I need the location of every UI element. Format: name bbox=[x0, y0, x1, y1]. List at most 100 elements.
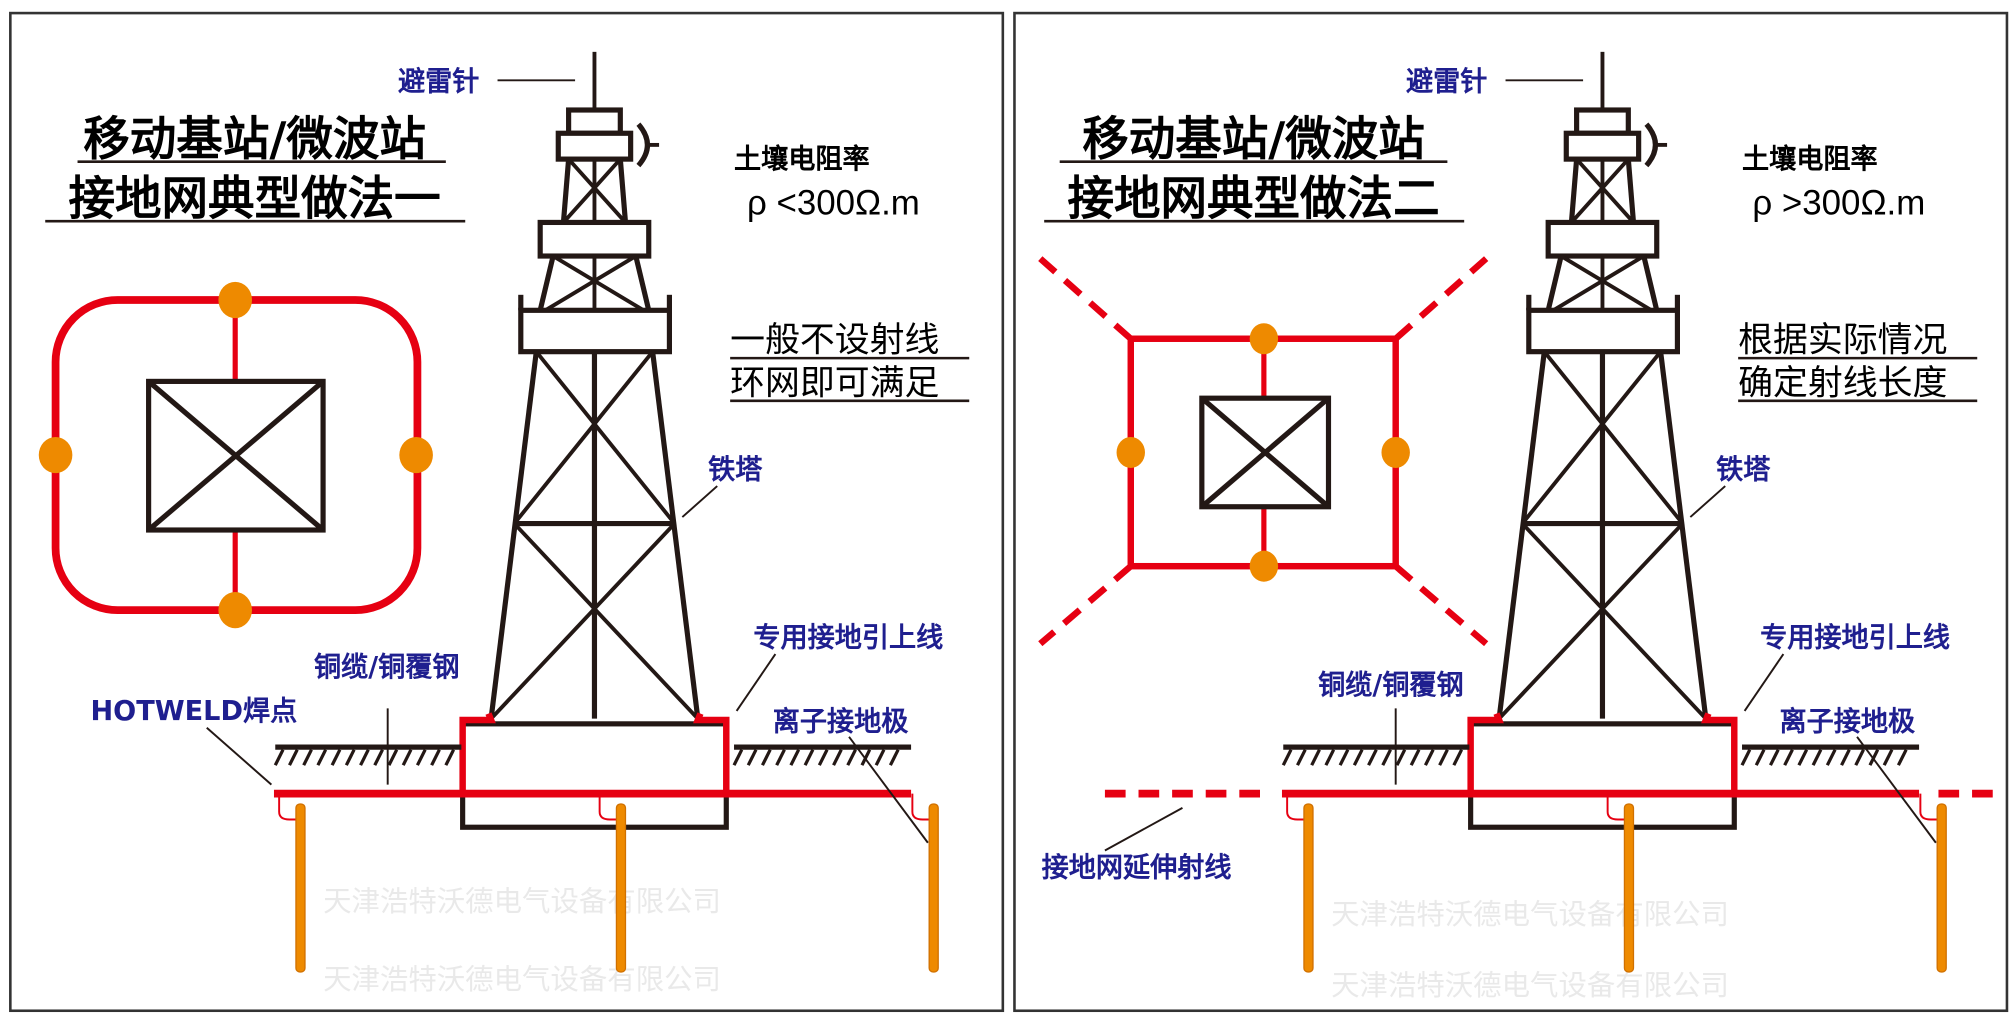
panel-method-two: 移动基站/微波站 接地网典型做法二 避雷针 土壤电阻率 ρ >300Ω.m 根据… bbox=[1013, 11, 2009, 1013]
ground-hatch bbox=[1882, 748, 1894, 766]
ground-hatch bbox=[273, 748, 285, 766]
ground-hatch bbox=[746, 748, 758, 766]
tower-member bbox=[1496, 351, 1547, 720]
watermark-text: 天津浩特沃德电气设备有限公司 bbox=[323, 963, 721, 996]
ion-ground-electrode bbox=[295, 803, 306, 973]
ground-hatch bbox=[775, 748, 786, 766]
ground-hatch bbox=[832, 748, 843, 766]
ground-hatch bbox=[1896, 748, 1908, 766]
electrode-connector bbox=[911, 793, 934, 821]
ground-hatch bbox=[761, 748, 772, 766]
note-line-1: 一般不设射线 bbox=[730, 321, 939, 360]
down-conductor-left bbox=[459, 712, 496, 794]
ground-hatch bbox=[874, 748, 886, 766]
antenna-platform bbox=[1563, 130, 1642, 162]
leader-line bbox=[1743, 653, 1785, 712]
concrete-foundation bbox=[1468, 721, 1737, 830]
tower-member bbox=[567, 157, 627, 224]
ground-hatch bbox=[1409, 748, 1421, 766]
ground-hatch bbox=[344, 748, 356, 766]
leader-line bbox=[735, 653, 777, 712]
soil-resistivity-value: ρ <300Ω.m bbox=[747, 184, 920, 223]
ground-hatch bbox=[1338, 748, 1350, 766]
tower-member bbox=[1520, 350, 1663, 525]
tower-structure bbox=[273, 51, 939, 973]
ion-ground-electrode bbox=[615, 803, 627, 973]
ground-hatch bbox=[1783, 748, 1794, 766]
tower-member bbox=[544, 254, 637, 312]
ground-hatch bbox=[1296, 748, 1307, 766]
tower-member bbox=[617, 158, 629, 223]
ring-grounding-grid bbox=[38, 281, 433, 629]
ground-hatch bbox=[1367, 748, 1378, 766]
tower-member bbox=[1568, 158, 1580, 223]
ion-ground-electrode bbox=[1623, 803, 1635, 973]
watermark-layer: 天津浩特沃德电气设备有限公司天津浩特沃德电气设备有限公司天津浩特沃德电气设备有限… bbox=[323, 885, 1729, 1002]
tower-member bbox=[1560, 254, 1653, 312]
label-electrode: 离子接地极 bbox=[1780, 705, 1916, 737]
antenna-housing bbox=[566, 107, 623, 136]
tower-member bbox=[1497, 522, 1684, 721]
ground-hatch bbox=[373, 748, 384, 766]
leader-line bbox=[206, 727, 273, 786]
title-line-1: 移动基站/微波站 bbox=[83, 112, 426, 166]
soil-resistivity-value: ρ >300Ω.m bbox=[1752, 184, 1925, 223]
ground-hatch bbox=[1281, 748, 1293, 766]
ground-hatch bbox=[1381, 748, 1392, 766]
watermark-text: 天津浩特沃德电气设备有限公司 bbox=[323, 885, 721, 918]
tower-member bbox=[560, 158, 572, 223]
tower-member bbox=[512, 350, 655, 525]
ground-hatch bbox=[1868, 748, 1880, 766]
ground-hatch bbox=[330, 748, 342, 766]
watermark-text: 天津浩特沃德电气设备有限公司 bbox=[1331, 969, 1729, 1002]
ground-hatch bbox=[1324, 748, 1336, 766]
tower-member bbox=[1552, 254, 1645, 312]
title-line-2: 接地网典型做法二 bbox=[1067, 172, 1439, 226]
weld-point bbox=[1249, 550, 1279, 582]
ground-hatch bbox=[1754, 748, 1766, 766]
electrode-connector bbox=[1919, 793, 1942, 821]
label-weld: HOTWELD焊点 bbox=[90, 696, 297, 727]
tower-member bbox=[1542, 350, 1685, 525]
ion-ground-electrode bbox=[928, 803, 939, 973]
ground-hatch bbox=[359, 748, 370, 766]
label-extension-line: 接地网延伸射线 bbox=[1042, 852, 1232, 883]
ground-hatch bbox=[732, 748, 744, 766]
ground-hatch bbox=[387, 748, 399, 766]
tower-member bbox=[1520, 522, 1708, 721]
square-grounding-grid bbox=[1038, 256, 1489, 647]
tower-member bbox=[1625, 158, 1637, 223]
electrode-connector bbox=[278, 793, 300, 821]
soil-resistivity-label: 土壤电阻率 bbox=[734, 143, 870, 175]
label-cable: 铜缆/铜覆钢 bbox=[1318, 670, 1464, 701]
tower-member bbox=[534, 350, 677, 525]
down-conductor-left bbox=[1467, 712, 1504, 794]
ground-hatch bbox=[1452, 748, 1464, 766]
tower-structure bbox=[1104, 51, 1997, 973]
label-tower: 铁塔 bbox=[1716, 454, 1771, 485]
ground-hatch bbox=[430, 748, 441, 766]
ground-hatch bbox=[789, 748, 801, 766]
title-line-2: 接地网典型做法一 bbox=[69, 172, 441, 226]
ground-hatch bbox=[1811, 748, 1823, 766]
ground-hatch bbox=[1395, 748, 1407, 766]
ground-hatch bbox=[1840, 748, 1851, 766]
tower-member bbox=[1641, 255, 1660, 311]
tower-member bbox=[650, 351, 701, 720]
weld-point bbox=[38, 436, 73, 474]
ground-hatch bbox=[817, 748, 829, 766]
ground-hatch bbox=[288, 748, 299, 766]
antenna-housing bbox=[1574, 107, 1631, 136]
ground-hatch bbox=[1740, 748, 1752, 766]
concrete-foundation bbox=[460, 721, 729, 830]
down-conductor-right bbox=[1701, 712, 1738, 794]
note-line-2: 确定射线长度 bbox=[1738, 363, 1947, 402]
label-lightning-rod: 避雷针 bbox=[1406, 66, 1487, 98]
note-line-1: 根据实际情况 bbox=[1738, 321, 1947, 360]
label-down-conductor: 专用接地引上线 bbox=[1760, 622, 1950, 653]
tower-member bbox=[512, 522, 700, 721]
electrode-connector bbox=[1286, 793, 1308, 821]
weld-point bbox=[399, 436, 433, 474]
ground-hatch bbox=[1438, 748, 1449, 766]
electrode-connector bbox=[1606, 793, 1629, 821]
